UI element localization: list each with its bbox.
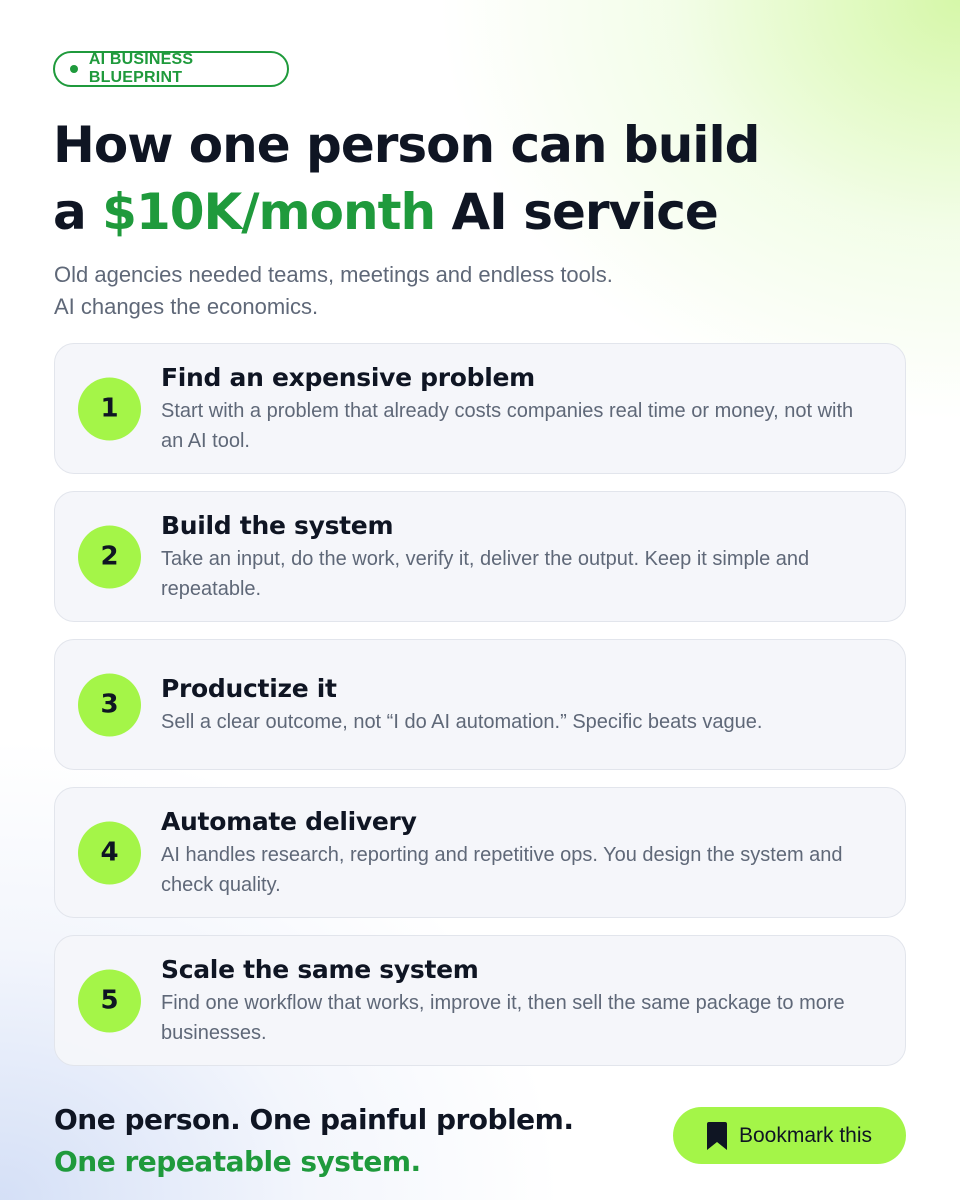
step-card-3: 3 Productize it Sell a clear outcome, no… [54, 639, 906, 770]
category-badge: AI BUSINESS BLUEPRINT [53, 51, 289, 87]
step-card-5: 5 Scale the same system Find one workflo… [54, 935, 906, 1066]
footer-tagline: One person. One painful problem. One rep… [54, 1099, 574, 1183]
step-title: Automate delivery [161, 806, 417, 836]
step-card-1: 1 Find an expensive problem Start with a… [54, 343, 906, 474]
step-card-2: 2 Build the system Take an input, do the… [54, 491, 906, 622]
step-number-badge: 3 [78, 673, 141, 736]
step-number-badge: 4 [78, 821, 141, 884]
step-title: Scale the same system [161, 954, 479, 984]
footer-line-2: One repeatable system. [54, 1145, 421, 1178]
step-number-badge: 2 [78, 525, 141, 588]
step-text: Scale the same system Find one workflow … [161, 954, 875, 1048]
headline-line-2-prefix: a [53, 183, 103, 241]
bookmark-label: Bookmark this [738, 1123, 873, 1147]
footer-line-1: One person. One painful problem. [54, 1103, 574, 1136]
headline: How one person can build a $10K/month AI… [53, 112, 760, 246]
step-text: Automate delivery AI handles research, r… [161, 806, 875, 900]
step-description: Start with a problem that already costs … [161, 399, 854, 452]
bookmark-button[interactable]: Bookmark this [673, 1107, 906, 1164]
subtitle-line-1: Old agencies needed teams, meetings and … [54, 262, 613, 287]
headline-highlight: $10K/month [102, 183, 436, 241]
step-card-4: 4 Automate delivery AI handles research,… [54, 787, 906, 918]
step-text: Build the system Take an input, do the w… [161, 510, 875, 604]
step-description: AI handles research, reporting and repet… [161, 843, 843, 896]
step-title: Find an expensive problem [161, 362, 535, 392]
step-title: Productize it [161, 673, 337, 703]
headline-line-1: How one person can build [53, 116, 760, 174]
step-title: Build the system [161, 510, 394, 540]
step-description: Sell a clear outcome, not “I do AI autom… [161, 710, 763, 733]
step-description: Find one workflow that works, improve it… [161, 991, 845, 1044]
step-number-badge: 5 [78, 969, 141, 1032]
bookmark-icon [706, 1121, 727, 1150]
badge-label: AI BUSINESS BLUEPRINT [88, 51, 194, 86]
step-text: Find an expensive problem Start with a p… [161, 362, 875, 456]
headline-line-2-suffix: AI service [435, 183, 718, 241]
step-text: Productize it Sell a clear outcome, not … [161, 673, 875, 737]
step-number-badge: 1 [78, 377, 141, 440]
step-description: Take an input, do the work, verify it, d… [161, 547, 810, 600]
badge-dot-icon [70, 65, 78, 73]
subtitle-line-2: AI changes the economics. [54, 294, 319, 319]
subtitle: Old agencies needed teams, meetings and … [54, 259, 774, 323]
